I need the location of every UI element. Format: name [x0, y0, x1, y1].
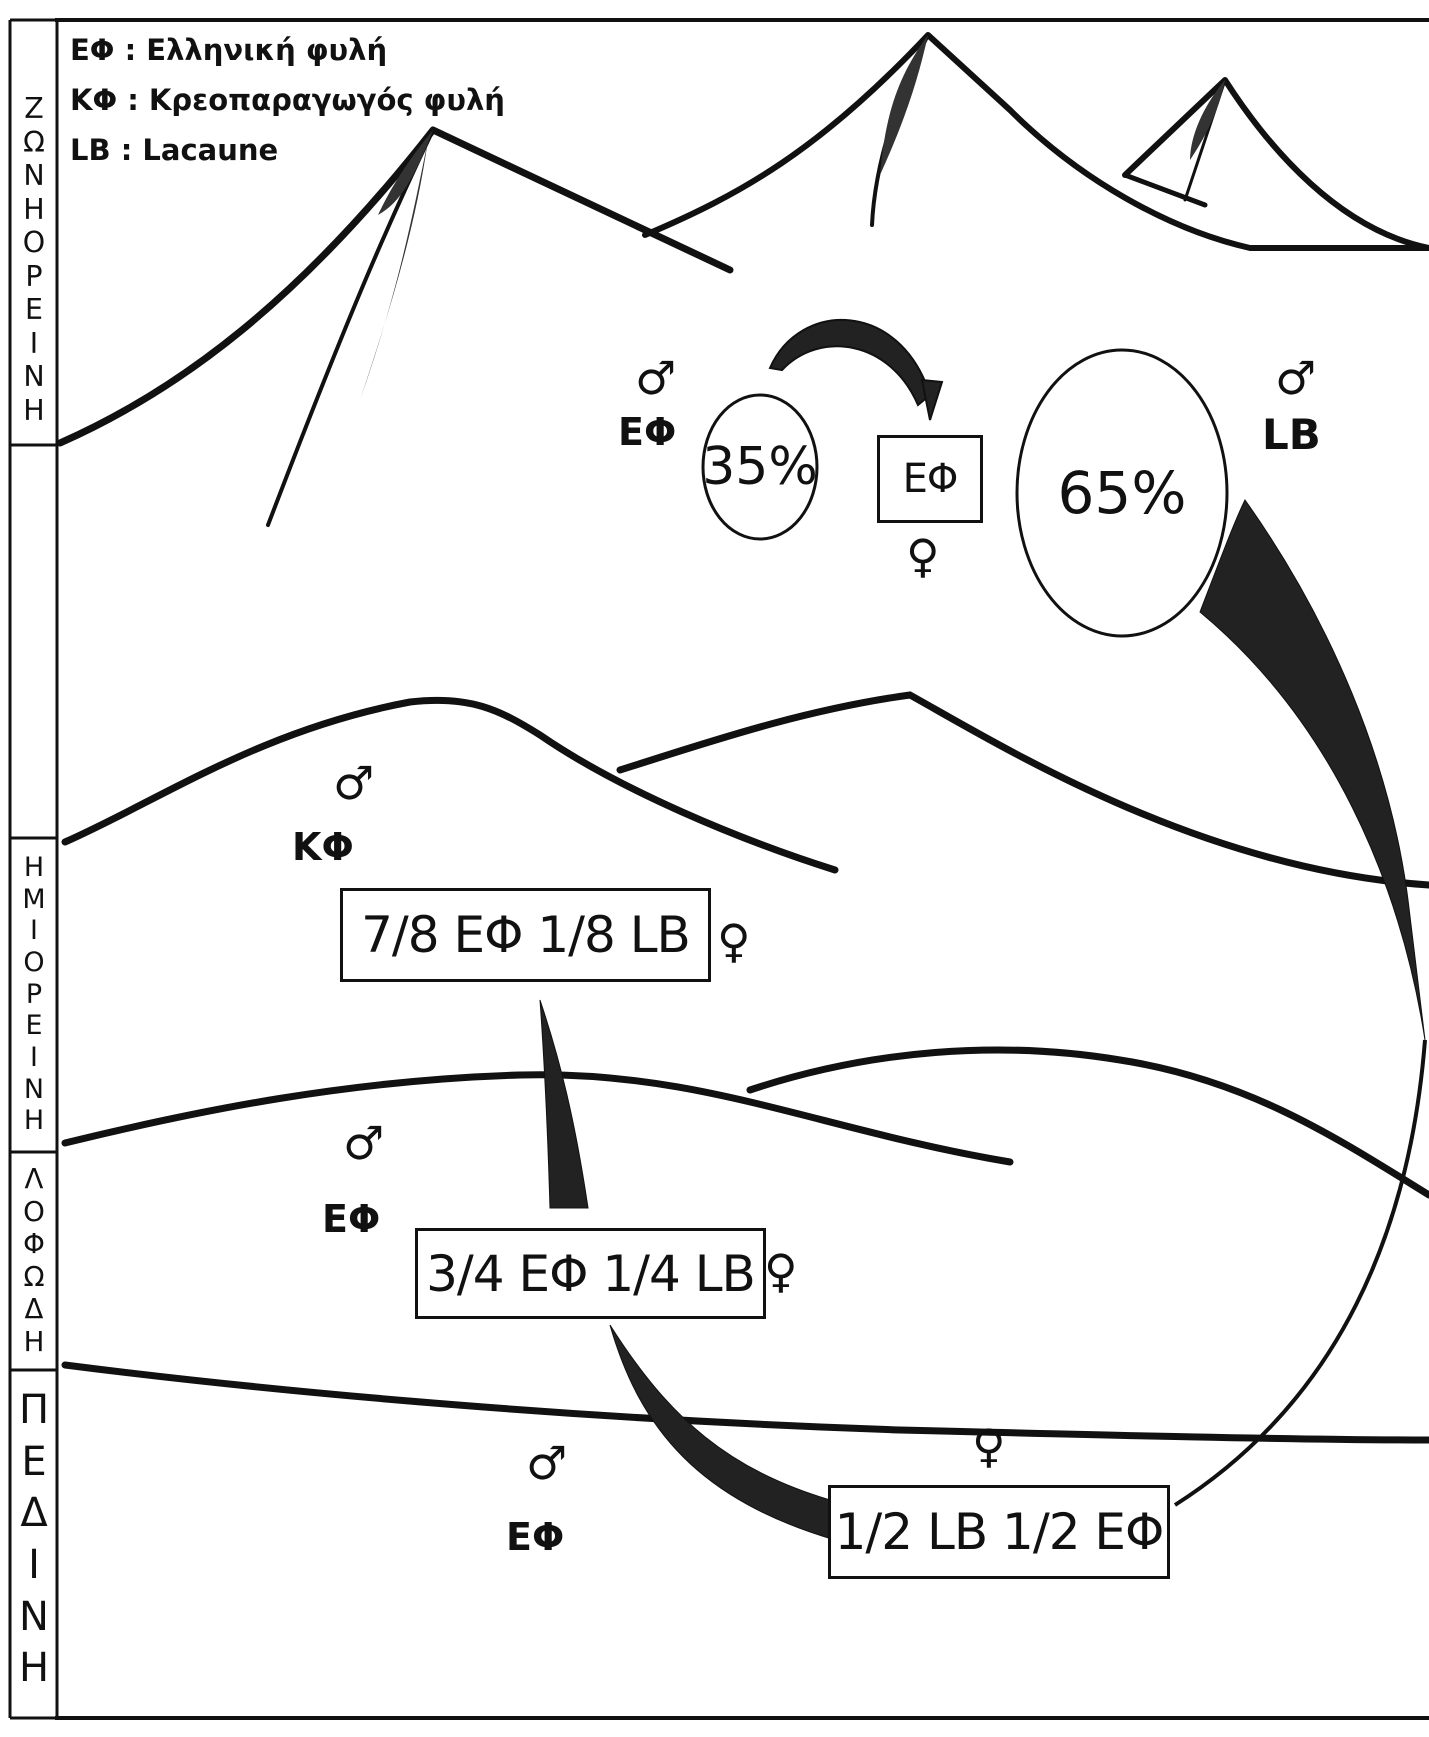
female-symbol-ef-top: ♀ [906, 529, 940, 583]
zone-letter-plain-5: Η [18, 1645, 50, 1692]
zone-letter-hilly-5: Η [23, 1324, 45, 1358]
arrow-34-to-12 [609, 1324, 836, 1541]
female-symbol-78: ♀ [717, 914, 751, 968]
loop-back-line [1173, 1039, 1427, 1507]
semi-mountain-hills [61, 691, 1429, 889]
box-cross-12: 1/2 LB 1/2 ΕΦ [828, 1485, 1170, 1579]
zone-letter-hilly-3: Ω [23, 1259, 45, 1293]
zone-letter-mountain-5: Ρ [25, 259, 43, 293]
label-ef-plain: ΕΦ [506, 1515, 565, 1559]
hill-2 [616, 691, 1429, 889]
zone-letter-mountain-0: Ζ [24, 92, 44, 125]
arrow-65-flow [1199, 499, 1426, 1041]
legend-ef-text: Ελληνική φυλή [146, 33, 388, 67]
flow-arrows [539, 318, 1426, 1541]
peak-1 [56, 126, 734, 447]
box-ef-female: ΕΦ [877, 435, 983, 523]
hilly-curves [61, 1046, 1429, 1199]
legend-lb-abbr: LB [70, 133, 111, 167]
circle-35 [701, 393, 819, 541]
zone-letter-semi_mountain-2: Ι [30, 915, 38, 947]
mountain-shading [360, 35, 1225, 400]
zone-letter-hilly-1: Ο [23, 1194, 45, 1228]
arrow-35-to-ef [768, 318, 932, 407]
zone-letter-mountain-8: Ν [23, 360, 45, 393]
peak-1-ridge [266, 128, 435, 527]
zone-column [8, 18, 59, 1720]
zone-letter-plain-4: Ν [19, 1593, 49, 1640]
hill-4 [746, 1046, 1429, 1199]
label-lb: LB [1262, 410, 1321, 459]
zone-letter-mountain-3: Η [23, 192, 45, 226]
legend-kf: ΚΦ : Κρεοπαραγωγός φυλή [70, 83, 505, 117]
zone-letter-plain-2: Δ [20, 1490, 48, 1537]
zone-letter-semi_mountain-4: Ρ [25, 978, 43, 1010]
male-symbol-ef-top: ♂ [635, 351, 677, 405]
box-cross-34: 3/4 ΕΦ 1/4 LB [415, 1228, 766, 1319]
legend-ef: ΕΦ : Ελληνική φυλή [70, 33, 388, 67]
peak-3 [1122, 77, 1429, 251]
zone-letter-mountain-4: Ο [22, 226, 46, 259]
zone-letter-hilly-0: Λ [24, 1162, 44, 1195]
box-cross-78: 7/8 ΕΦ 1/8 LB [340, 888, 711, 982]
legend-kf-text: Κρεοπαραγωγός φυλή [148, 83, 505, 117]
legend-lb-text: Lacaune [142, 133, 279, 167]
zone-letter-semi_mountain-8: Η [23, 1105, 45, 1137]
male-symbol-kf: ♂ [333, 756, 375, 810]
zone-letter-mountain-9: Η [23, 393, 45, 427]
hill-3 [61, 1071, 1014, 1166]
zone-letter-plain-1: Ε [21, 1438, 47, 1485]
zone-letter-semi_mountain-5: Ε [25, 1010, 43, 1042]
female-symbol-34: ♀ [764, 1244, 798, 1298]
male-symbol-lb: ♂ [1275, 351, 1317, 405]
zone-letter-plain-3: Ι [28, 1542, 40, 1588]
zone-letter-mountain-7: Ι [29, 326, 39, 360]
label-ef-hilly: ΕΦ [322, 1197, 381, 1241]
legend-lb: LB : Lacaune [70, 133, 279, 167]
zone-letter-plain-0: Π [18, 1387, 50, 1433]
legend-kf-abbr: ΚΦ [70, 83, 118, 117]
hill-1 [61, 696, 839, 874]
zone-letter-semi_mountain-3: Ο [23, 947, 45, 978]
male-symbol-ef-hilly: ♂ [343, 1116, 385, 1170]
label-ef-top: ΕΦ [618, 410, 677, 454]
zone-letter-mountain-2: Ν [23, 159, 45, 192]
label-kf: ΚΦ [292, 825, 354, 869]
zone-letter-mountain-6: Ε [25, 293, 43, 326]
circle-65 [1015, 348, 1229, 638]
zone-letter-mountain-1: Ω [23, 125, 45, 159]
peak-2 [642, 32, 1429, 251]
zone-letter-semi_mountain-6: Ι [30, 1042, 38, 1073]
zone-letter-semi_mountain-0: Η [23, 852, 45, 883]
female-symbol-12: ♀ [972, 1419, 1006, 1473]
pct-35: 35% [702, 437, 818, 497]
pct-65: 65% [1057, 459, 1187, 527]
arrow-78-to-34 [539, 999, 589, 1209]
zone-letter-hilly-4: Δ [24, 1292, 44, 1325]
zone-letter-semi_mountain-7: Ν [23, 1073, 45, 1105]
zone-letter-hilly-2: Φ [23, 1227, 45, 1260]
legend-ef-abbr: ΕΦ [70, 33, 115, 67]
plain-line [61, 1361, 1429, 1444]
male-symbol-ef-plain: ♂ [526, 1436, 568, 1490]
zone-letter-semi_mountain-1: Μ [22, 883, 46, 915]
